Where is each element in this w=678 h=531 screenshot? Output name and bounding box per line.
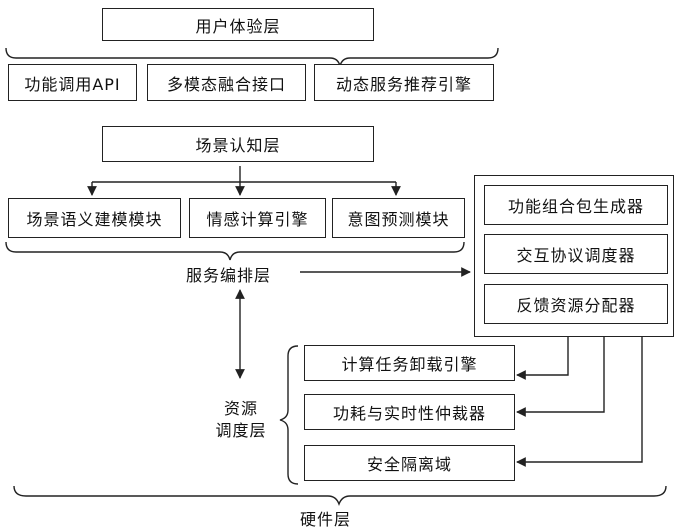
dynamic-service-recommend-engine-box: 动态服务推荐引擎: [314, 64, 494, 101]
interaction-protocol-scheduler-box: 交互协议调度器: [484, 234, 668, 274]
power-realtime-arbiter-box: 功耗与实时性仲裁器: [304, 394, 515, 430]
resource-label-line1: 资源: [223, 399, 258, 418]
connector-security: [516, 336, 643, 467]
function-bundle-generator-box: 功能组合包生成器: [484, 185, 668, 225]
affective-computing-engine-box: 情感计算引擎: [189, 198, 326, 238]
connector-compute: [516, 336, 569, 380]
compute-offload-engine-box: 计算任务卸载引擎: [304, 345, 515, 381]
service-orchestration-layer-label: 服务编排层: [186, 266, 272, 285]
function-call-api-box: 功能调用API: [8, 64, 137, 101]
resource-layer-brace: [279, 345, 299, 485]
user-experience-layer-title: 用户体验层: [102, 8, 374, 41]
security-isolation-domain-box: 安全隔离域: [304, 445, 515, 481]
connector-power: [516, 336, 605, 417]
scene-semantic-modeling-box: 场景语义建模模块: [8, 198, 181, 238]
feedback-resource-allocator-box: 反馈资源分配器: [484, 284, 668, 324]
hardware-layer-brace: [13, 485, 667, 506]
scene-cognition-layer-title: 场景认知层: [102, 126, 374, 162]
hardware-layer-label: 硬件层: [300, 510, 352, 529]
resource-label-line2: 调度层: [215, 421, 267, 440]
resource-scheduling-layer-label: 资源 调度层: [206, 398, 276, 442]
multimodal-fusion-interface-box: 多模态融合接口: [147, 64, 306, 101]
service-layer-brace: [5, 241, 465, 261]
intent-prediction-box: 意图预测模块: [332, 198, 465, 238]
